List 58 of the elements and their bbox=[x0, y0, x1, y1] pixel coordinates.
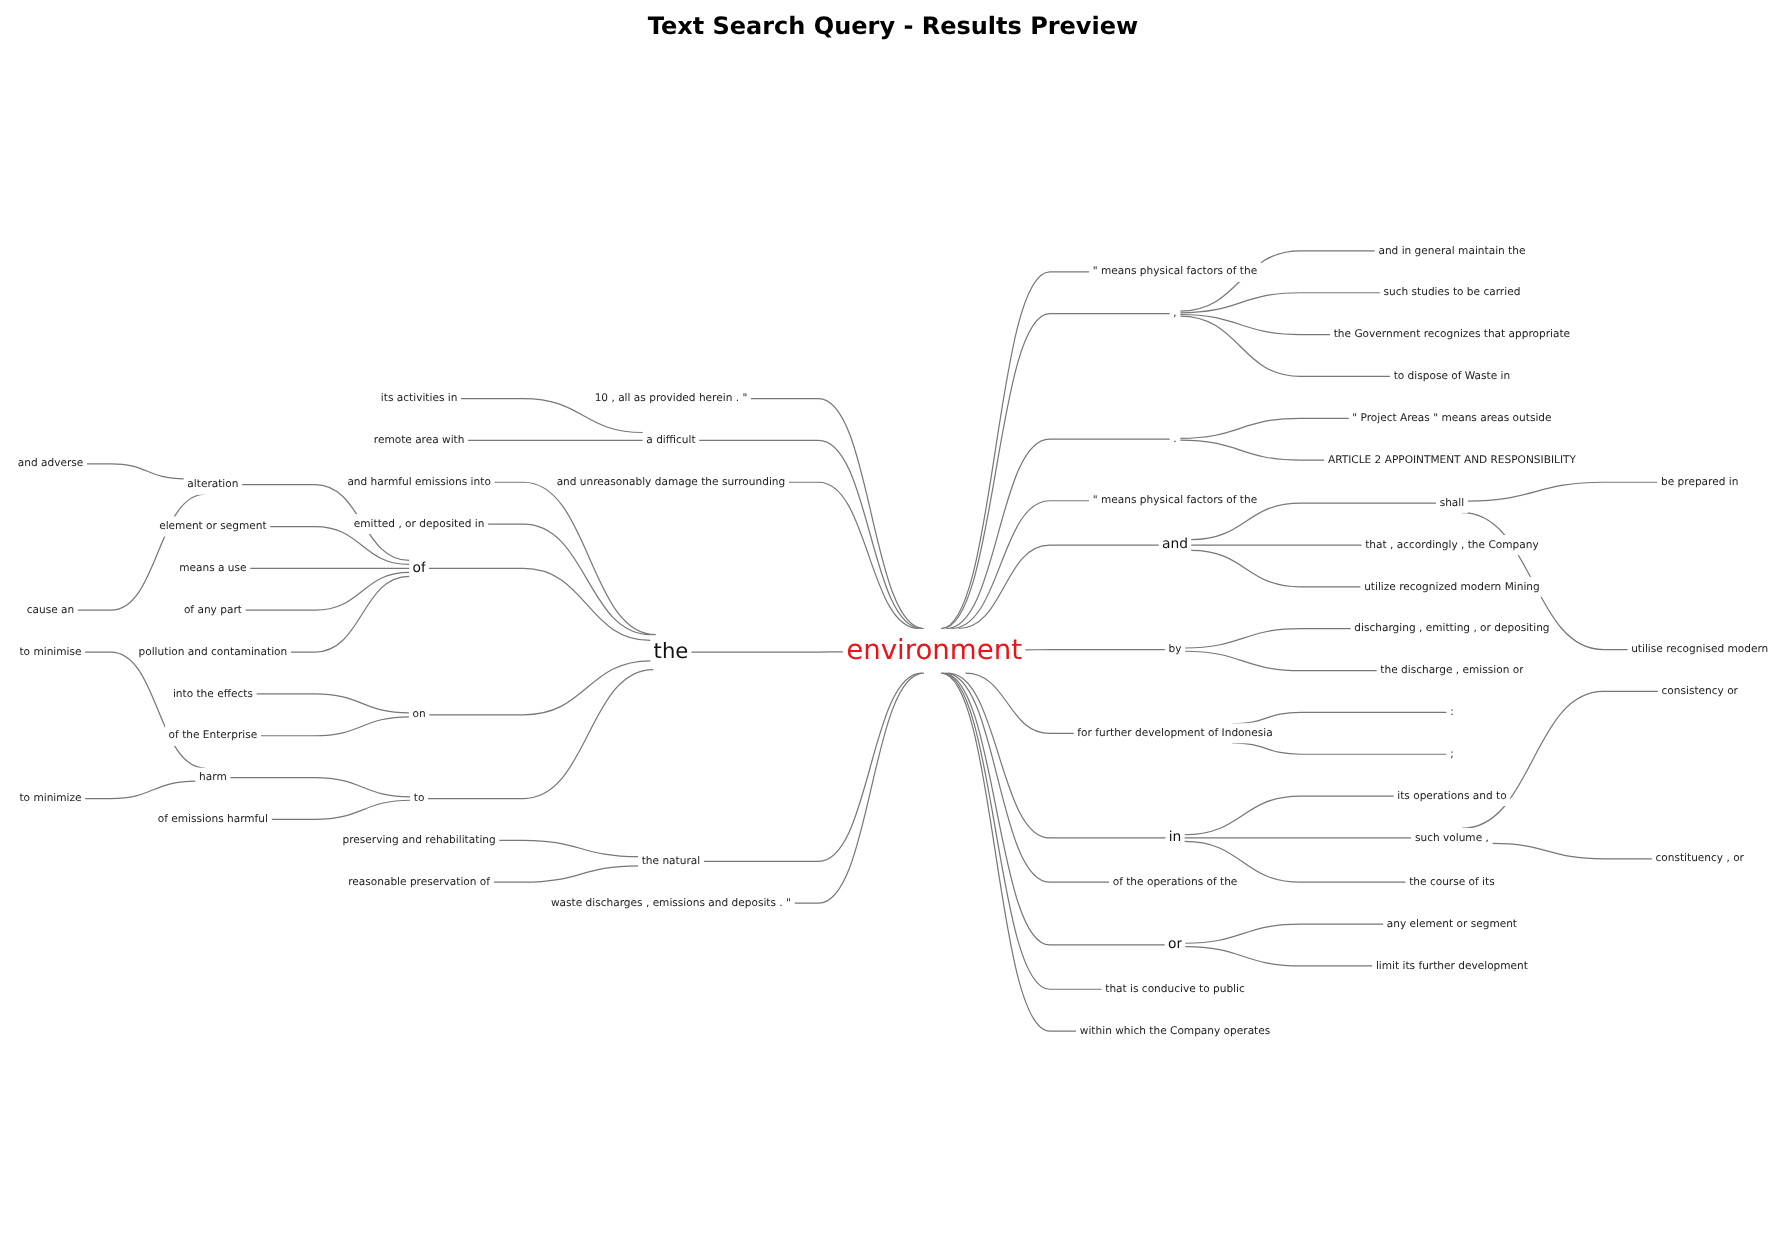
node-text: the bbox=[653, 639, 689, 664]
connector bbox=[1466, 481, 1659, 502]
connector bbox=[498, 839, 640, 858]
connector bbox=[428, 567, 651, 641]
connector bbox=[1179, 313, 1332, 336]
connector bbox=[493, 481, 657, 636]
connector bbox=[1184, 650, 1378, 672]
diagram-title: Text Search Query - Results Preview bbox=[645, 12, 1141, 40]
connector bbox=[1190, 544, 1363, 546]
connector bbox=[241, 484, 410, 562]
connector bbox=[1024, 649, 1166, 651]
connector bbox=[957, 544, 1160, 630]
connector bbox=[255, 693, 410, 714]
connector bbox=[1183, 840, 1407, 883]
connector bbox=[1491, 842, 1653, 860]
connector bbox=[1179, 439, 1326, 461]
connector bbox=[947, 672, 1167, 839]
connector bbox=[941, 672, 1103, 990]
node-text: environment bbox=[846, 634, 1023, 667]
connector bbox=[698, 439, 923, 630]
connector bbox=[1179, 315, 1391, 378]
connector bbox=[244, 571, 410, 611]
connector bbox=[702, 672, 923, 862]
connector bbox=[787, 481, 920, 630]
connector bbox=[793, 672, 925, 904]
connector bbox=[1184, 923, 1385, 944]
connector bbox=[428, 660, 651, 716]
connector bbox=[427, 668, 654, 800]
connector bbox=[1190, 549, 1362, 588]
connector bbox=[1184, 628, 1352, 649]
connector bbox=[950, 500, 1091, 630]
connector bbox=[964, 672, 1075, 734]
connector bbox=[940, 271, 1091, 630]
connector bbox=[289, 575, 410, 653]
connector bbox=[1183, 795, 1395, 836]
connector bbox=[941, 313, 1171, 630]
connector bbox=[492, 865, 640, 883]
connector bbox=[467, 439, 644, 442]
connector bbox=[944, 672, 1111, 883]
connector bbox=[270, 799, 412, 821]
connector bbox=[84, 780, 197, 800]
connector bbox=[1190, 502, 1437, 541]
connector bbox=[249, 567, 410, 569]
connector bbox=[229, 777, 412, 798]
connector bbox=[460, 397, 644, 434]
connector bbox=[1183, 837, 1413, 839]
connector bbox=[1179, 292, 1381, 314]
connector bbox=[940, 672, 1078, 1032]
connector bbox=[487, 523, 652, 636]
connector bbox=[942, 672, 1166, 946]
connector bbox=[1184, 946, 1374, 967]
connector bbox=[749, 397, 925, 630]
connector bbox=[269, 525, 410, 565]
connector bbox=[85, 463, 185, 480]
connector bbox=[690, 651, 844, 653]
connector bbox=[1179, 417, 1350, 439]
connector bbox=[945, 438, 1171, 630]
connector bbox=[259, 716, 410, 737]
